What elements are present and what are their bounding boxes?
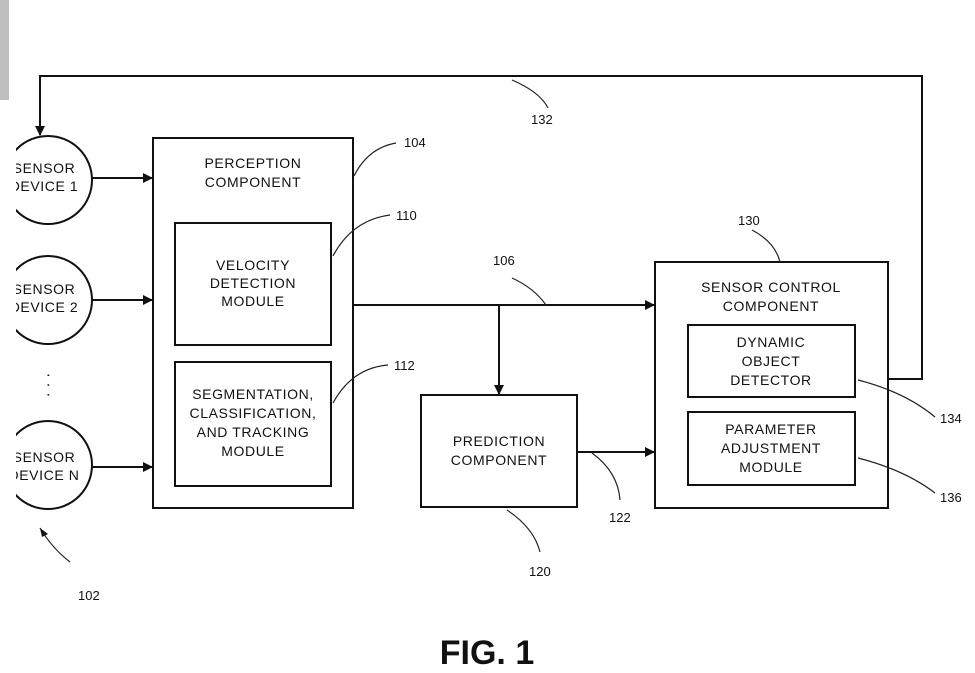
velocity-detection-module: VELOCITY DETECTION MODULE xyxy=(174,222,332,346)
sensor-control-title-line1: SENSOR CONTROL xyxy=(701,279,841,295)
perception-title-line1: PERCEPTION xyxy=(204,155,301,171)
dynamic-line1: DYNAMIC xyxy=(737,334,806,350)
sensor-device-2-line2: DEVICE 2 xyxy=(10,299,79,315)
leader-134 xyxy=(857,379,936,418)
leader-106 xyxy=(511,277,547,306)
velocity-line3: MODULE xyxy=(221,293,285,309)
ref-106: 106 xyxy=(493,253,515,268)
segmentation-classification-tracking-module: SEGMENTATION, CLASSIFICATION, AND TRACKI… xyxy=(174,361,332,487)
leader-110 xyxy=(332,214,391,257)
parameter-line2: ADJUSTMENT xyxy=(721,440,821,456)
leader-130 xyxy=(751,229,781,263)
sensor-control-title-line2: COMPONENT xyxy=(723,298,819,314)
leader-122 xyxy=(591,452,621,501)
prediction-component: PREDICTION COMPONENT xyxy=(420,394,578,508)
parameter-adjustment-module: PARAMETER ADJUSTMENT MODULE xyxy=(687,411,856,486)
figure-title: FIG. 1 xyxy=(440,634,534,672)
sensor-device-n-line2: DEVICE N xyxy=(9,467,80,483)
ref-120: 120 xyxy=(529,564,551,579)
ref-136: 136 xyxy=(940,490,962,505)
sensor-device-2-line1: SENSOR xyxy=(13,281,76,297)
prediction-title-line2: COMPONENT xyxy=(451,452,547,468)
velocity-line2: DETECTION xyxy=(210,275,296,291)
sensor-device-n: SENSOR DEVICE N xyxy=(3,420,93,510)
leader-120 xyxy=(506,509,541,553)
parameter-line3: MODULE xyxy=(739,459,803,475)
sensor-ellipsis: · · · xyxy=(40,373,57,398)
dynamic-line3: DETECTOR xyxy=(730,372,812,388)
leader-102-arrowhead xyxy=(40,528,48,537)
left-crop-mask xyxy=(0,100,16,540)
ref-122: 122 xyxy=(609,510,631,525)
dynamic-object-detector: DYNAMIC OBJECT DETECTOR xyxy=(687,324,856,398)
sensor-device-1: SENSOR DEVICE 1 xyxy=(3,135,93,225)
sensor-device-1-line2: DEVICE 1 xyxy=(10,178,79,194)
leader-112 xyxy=(332,364,389,404)
perception-title-line2: COMPONENT xyxy=(205,174,301,190)
ref-104: 104 xyxy=(404,135,426,150)
ref-132: 132 xyxy=(531,112,553,127)
ref-130: 130 xyxy=(738,213,760,228)
leader-132 xyxy=(511,79,549,109)
sensor-device-2: SENSOR DEVICE 2 xyxy=(3,255,93,345)
ref-134: 134 xyxy=(940,411,962,426)
ref-112: 112 xyxy=(394,358,415,373)
feedback-loop-to-sensors xyxy=(35,75,923,380)
leader-104 xyxy=(353,142,397,177)
segmentation-line1: SEGMENTATION, xyxy=(192,386,314,402)
velocity-line1: VELOCITY xyxy=(216,257,290,273)
segmentation-line3: AND TRACKING xyxy=(197,424,310,440)
sensor-device-n-line1: SENSOR xyxy=(13,449,76,465)
ref-110: 110 xyxy=(396,208,417,223)
ref-102: 102 xyxy=(78,588,100,603)
sensor-device-1-line1: SENSOR xyxy=(13,160,76,176)
parameter-line1: PARAMETER xyxy=(725,421,817,437)
segmentation-line4: MODULE xyxy=(221,443,285,459)
prediction-title-line1: PREDICTION xyxy=(453,433,545,449)
segmentation-line2: CLASSIFICATION, xyxy=(190,405,317,421)
leader-136 xyxy=(857,457,936,494)
dynamic-line2: OBJECT xyxy=(742,353,801,369)
window-edge-scroll-tab xyxy=(0,0,9,160)
